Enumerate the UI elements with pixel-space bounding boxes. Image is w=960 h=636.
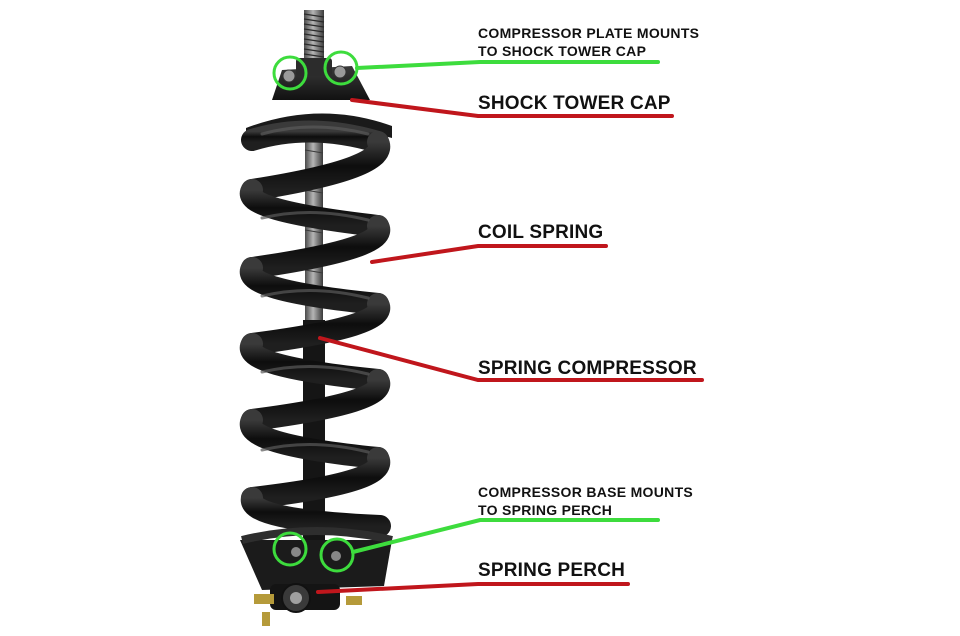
coil-spring-leader: [370, 244, 608, 264]
shock-tower-cap-leader: [350, 98, 674, 118]
compressor-base-label-line2: TO SPRING PERCH: [478, 502, 613, 518]
part-callout-lines: [316, 98, 704, 594]
base-mount-circle-left: [272, 531, 308, 567]
compressor-base-label-line1: COMPRESSOR BASE MOUNTS: [478, 484, 694, 500]
compressor-plate-leader: [355, 60, 660, 70]
coil-spring-label: COIL SPRING: [478, 222, 604, 243]
mount-highlight-circles: [272, 50, 359, 573]
spring-perch-part: [240, 527, 393, 626]
base-mount-circle-right: [319, 537, 355, 573]
spring-compressor-leader: [318, 336, 704, 382]
compressor-plate-label-line1: COMPRESSOR PLATE MOUNTS: [478, 25, 700, 41]
spring-compressor-label: SPRING COMPRESSOR: [478, 358, 697, 379]
spring-perch-leader: [316, 582, 630, 594]
coil-spring-highlights: [260, 125, 370, 454]
spring-perch-label: SPRING PERCH: [478, 560, 626, 581]
compressor-base-mounts-label: COMPRESSOR BASE MOUNTS TO SPRING PERCH: [478, 483, 693, 519]
compressor-plate-label-line2: TO SHOCK TOWER CAP: [478, 43, 647, 59]
compressor-plate-mounts-label: COMPRESSOR PLATE MOUNTS TO SHOCK TOWER C…: [478, 24, 699, 60]
compressor-base-leader: [351, 518, 660, 554]
shock-tower-cap-label: SHOCK TOWER CAP: [478, 93, 671, 114]
coil-spring-part: [239, 120, 391, 537]
mount-callout-lines: [351, 60, 660, 554]
top-mount-circle-left: [272, 55, 308, 91]
